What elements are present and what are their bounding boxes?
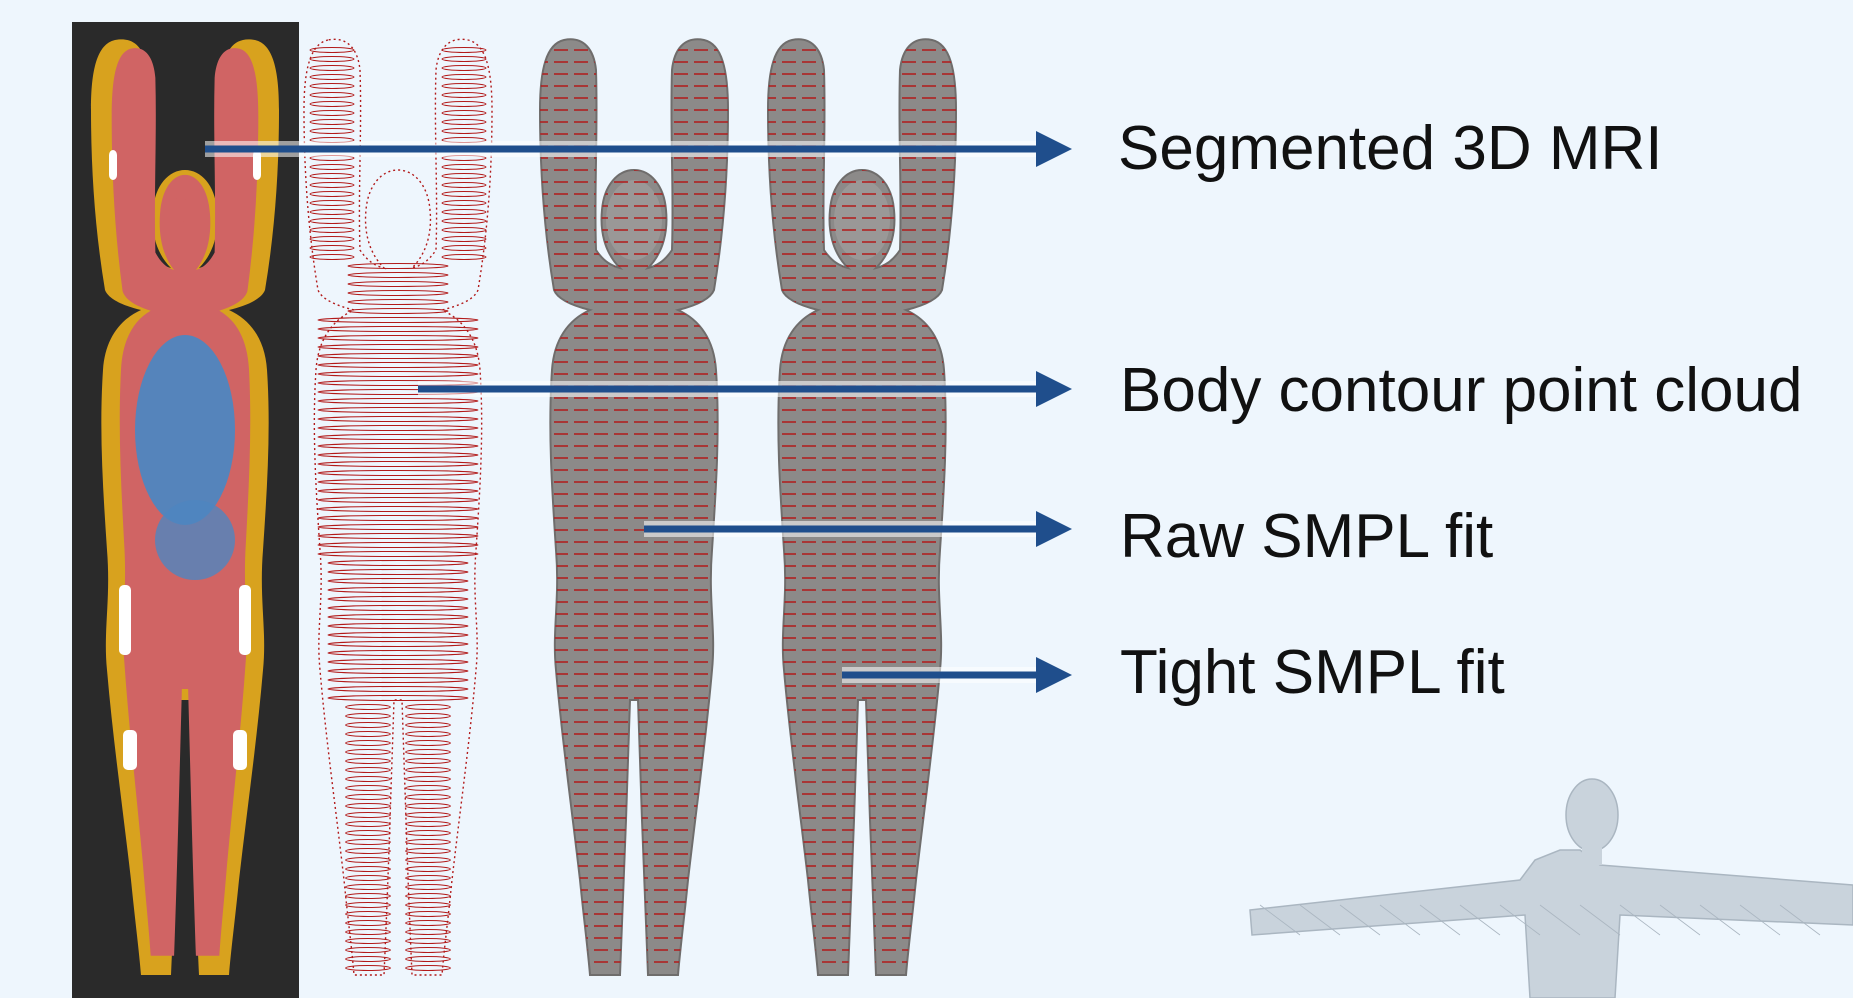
tight-smpl-mesh — [762, 39, 962, 975]
contour-point-cloud — [304, 39, 492, 975]
label-tight-smpl-fit: Tight SMPL fit — [1120, 642, 1505, 704]
raw-smpl-mesh — [534, 39, 734, 975]
segmented-mri-panel — [72, 22, 299, 998]
label-segmented-mri: Segmented 3D MRI — [1118, 118, 1662, 180]
smpl-template-tpose — [1250, 779, 1853, 998]
label-raw-smpl-fit: Raw SMPL fit — [1120, 506, 1493, 568]
label-body-contour: Body contour point cloud — [1120, 360, 1802, 422]
arrow-contour — [418, 371, 1072, 407]
